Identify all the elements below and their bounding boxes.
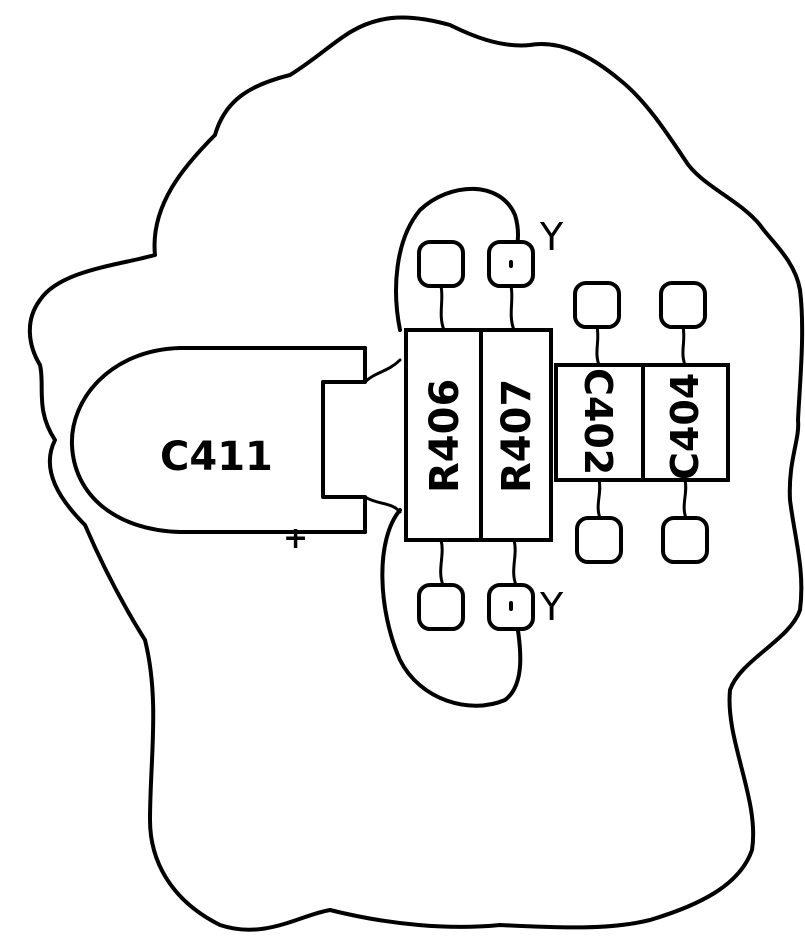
trace-loop-bottom	[380, 508, 523, 708]
c402-lead-bottom	[596, 478, 602, 520]
c402-label: C402	[576, 368, 620, 475]
c402-lead-top	[595, 325, 601, 367]
trace-loop-top	[394, 186, 520, 332]
c404-lead-bottom	[682, 478, 688, 520]
y-marker-top: Y	[539, 215, 564, 259]
r406-label: R406	[422, 379, 468, 493]
c404-pad-bottom	[661, 516, 709, 564]
r406-body	[404, 328, 483, 542]
c404-lead-top	[681, 325, 687, 367]
r407-body	[479, 328, 553, 542]
board-outline	[27, 15, 805, 932]
c411-trace-top	[363, 358, 402, 384]
c404-label: C404	[663, 373, 707, 480]
c411-trace-bottom	[363, 495, 402, 514]
r407-lead-top	[509, 284, 516, 332]
c411-label: C411	[160, 434, 273, 480]
c404-pad-top	[659, 281, 707, 329]
r406-lead-bottom	[439, 538, 445, 587]
r406-pad-top	[417, 240, 465, 288]
r407-label: R407	[494, 379, 540, 493]
c411-polarity-marker: +	[283, 521, 308, 556]
r406-pad-bottom	[417, 583, 465, 631]
c404-body	[641, 363, 730, 482]
y-marker-bottom: Y	[539, 585, 564, 629]
c402-pad-top	[573, 281, 621, 329]
c402-pad-bottom	[575, 516, 623, 564]
c411-outline	[69, 346, 367, 534]
r407-lead-bottom	[512, 538, 518, 587]
r406-lead-top	[439, 284, 446, 332]
c411-pad-connector	[321, 346, 367, 534]
